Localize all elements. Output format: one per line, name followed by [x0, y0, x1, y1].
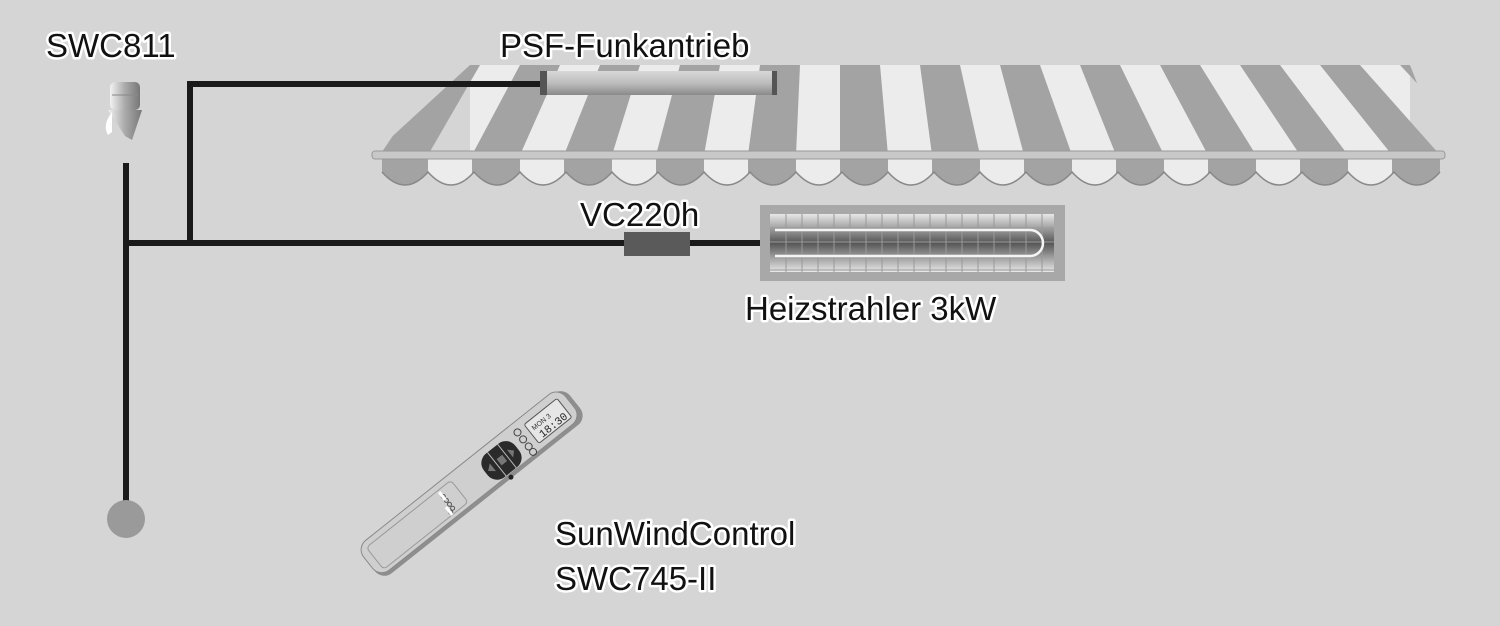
valance-stripe [840, 155, 888, 185]
valance-stripe [1024, 155, 1072, 185]
valance-stripe [932, 155, 980, 185]
valance-stripe [1484, 155, 1500, 195]
psf-motor [540, 71, 777, 95]
rain-sensor-icon [107, 500, 145, 538]
swc811-sensor-icon [105, 82, 142, 140]
valance-stripe [564, 155, 612, 185]
label-remote-model: SWC745-II [555, 560, 716, 597]
valance-stripe [382, 155, 428, 185]
valance-stripe [472, 155, 520, 185]
awning-stripe [472, 65, 560, 155]
label-vc220h: VC220h [580, 196, 699, 233]
awning-stripe [1320, 65, 1440, 155]
valance-stripe [748, 155, 796, 185]
vc220h-dimmer [624, 232, 690, 256]
valance-stripe [1116, 155, 1164, 185]
awning-stripe [1240, 65, 1348, 155]
heater [760, 205, 1065, 281]
awning-stripe [380, 65, 480, 155]
awning-stripe [840, 65, 888, 155]
label-remote-name: SunWindControl [555, 515, 795, 552]
label-heater: Heizstrahler 3kW [745, 290, 997, 327]
valance-stripe [1208, 155, 1256, 185]
label-psf-motor: PSF-Funkantrieb [500, 27, 749, 64]
swc745-remote: MON 3 18:30 [360, 391, 583, 576]
awning-stripe [1160, 65, 1256, 155]
valance-stripe [1300, 155, 1348, 185]
awning-stripe [1000, 65, 1072, 155]
label-swc811: SWC811 [46, 27, 176, 64]
awning-stripe [1080, 65, 1164, 155]
awning-stripe [920, 65, 980, 155]
awning [371, 65, 1500, 195]
awning-front-bar [371, 150, 1446, 160]
valance-stripe [656, 155, 704, 185]
valance-stripe [1392, 155, 1440, 185]
